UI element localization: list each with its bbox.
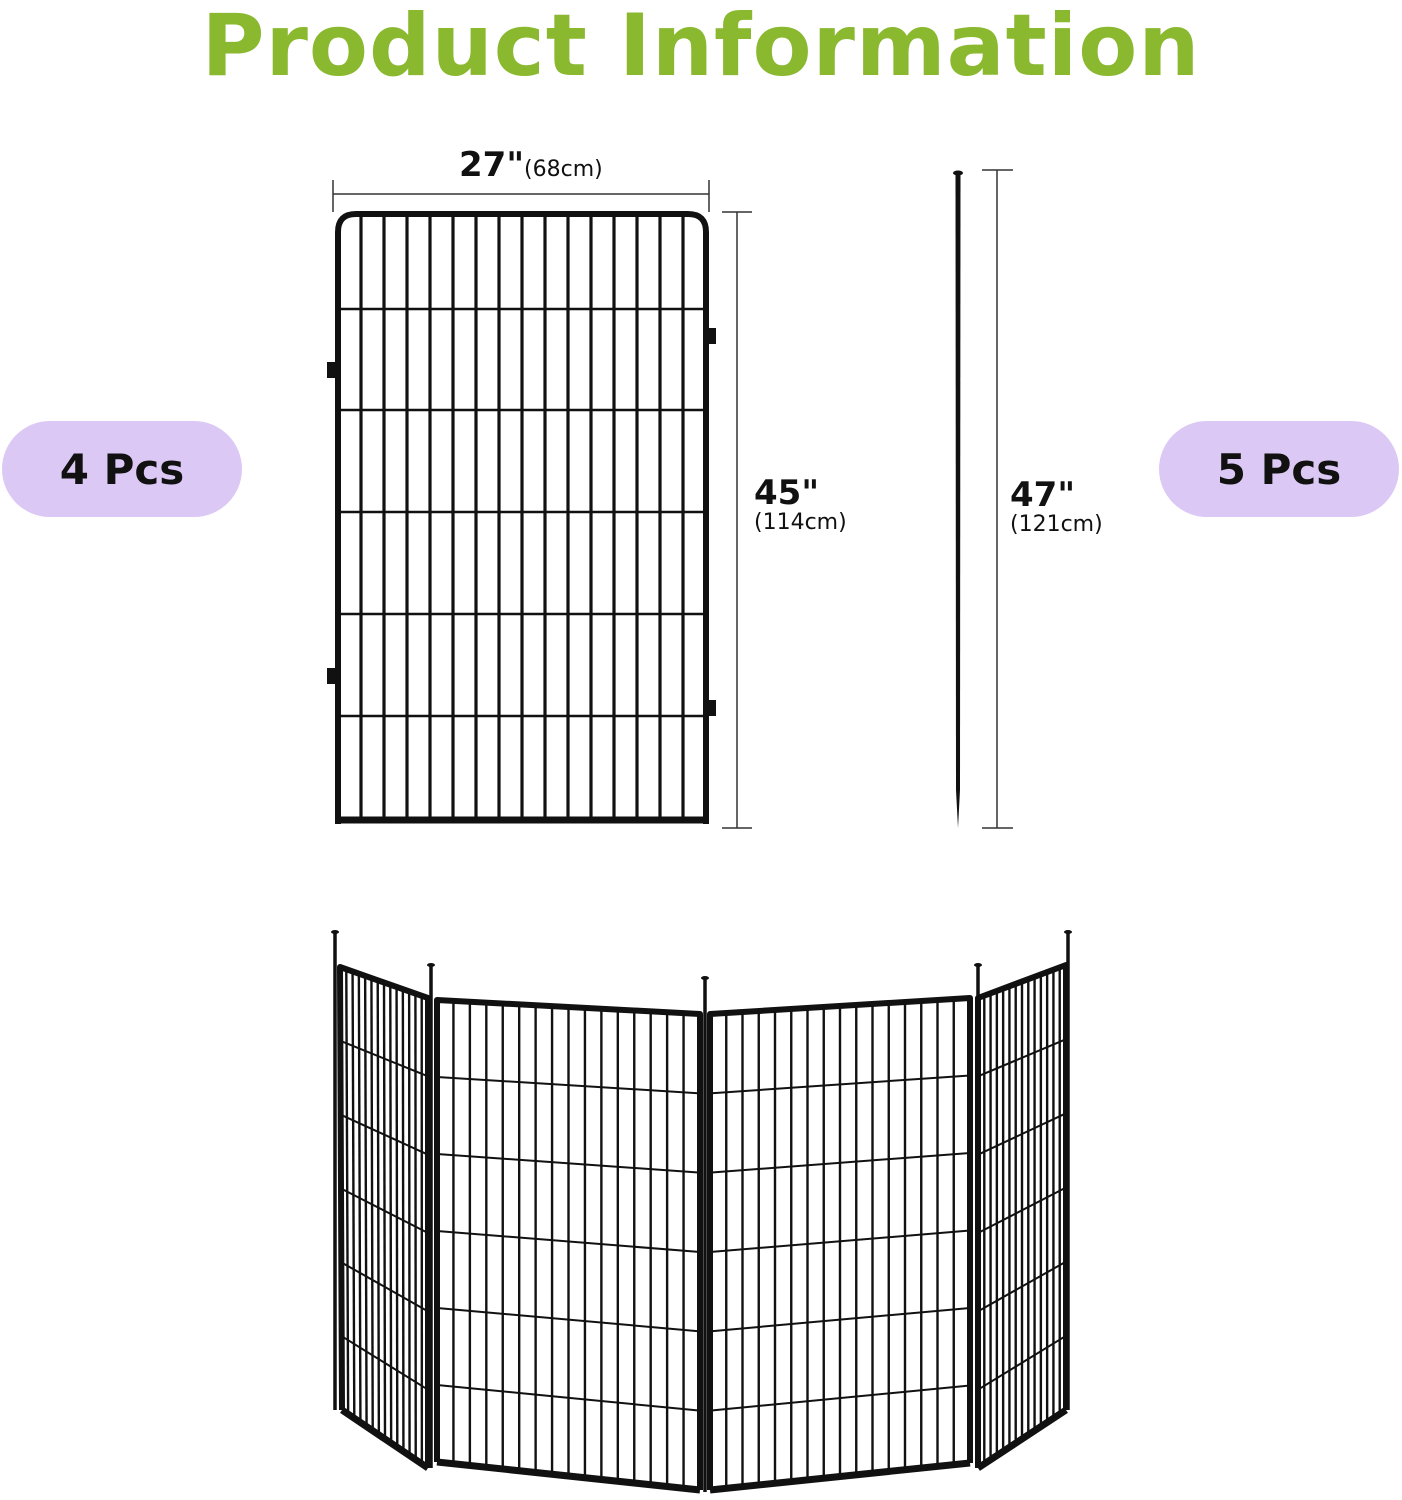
panel-width-metric: (68cm) [524,157,603,182]
panel-height-metric: (114cm) [754,510,847,535]
stake-height-dimension: 47" (121cm) [1010,478,1103,538]
stake-height-dimension-line [982,169,1013,829]
stake-height-metric: (121cm) [1010,512,1103,537]
stake-height-imperial: 47" [1010,475,1076,515]
fence-panel-drawing [327,211,716,824]
panel-width-imperial: 27" [459,145,525,185]
panel-width-dimension: 27"(68cm) [459,148,603,183]
ground-stake-drawing [953,170,963,828]
panel-count-badge: 4 Pcs [2,421,242,517]
stake-count-badge: 5 Pcs [1159,421,1399,517]
page-title: Product Information [201,0,1201,96]
stake-count-label: 5 Pcs [1216,444,1342,494]
panel-count-label: 4 Pcs [59,444,185,494]
panel-height-imperial: 45" [754,473,820,513]
panel-height-dimension-line [722,211,752,829]
panel-height-dimension: 45" (114cm) [754,476,847,536]
assembled-fence-drawing [331,930,1072,1494]
panel-width-dimension-line [332,180,710,212]
